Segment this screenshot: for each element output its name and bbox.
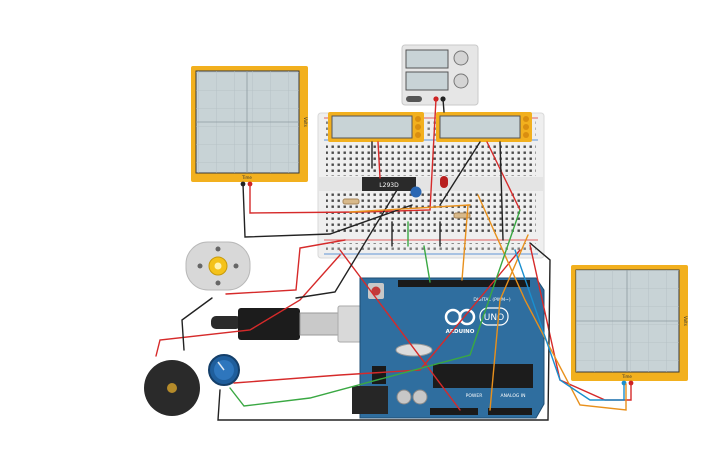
wire-red[interactable] (225, 239, 346, 295)
dc-motor[interactable] (185, 241, 251, 291)
resistor-left[interactable] (342, 198, 360, 205)
knob-icon (415, 116, 421, 122)
power-header[interactable] (430, 408, 478, 415)
potentiometer[interactable] (208, 354, 240, 386)
atmega-chip (433, 364, 533, 388)
wire-red[interactable] (377, 141, 381, 179)
knob-icon (415, 124, 421, 130)
probe-terminal-icon[interactable] (628, 380, 634, 386)
wire-black[interactable] (217, 242, 551, 421)
capacitor[interactable] (410, 186, 422, 198)
oscilloscope-time-label: Time (241, 175, 252, 180)
wire-green[interactable] (423, 245, 431, 283)
power-switch[interactable] (406, 96, 422, 102)
red-led[interactable] (440, 176, 448, 188)
wire-red[interactable] (155, 254, 341, 357)
multimeter-right[interactable] (436, 112, 532, 142)
oscilloscope-time-label: Time (621, 374, 632, 379)
oscilloscope-volts-label: Volts (683, 316, 688, 326)
wire-black[interactable] (242, 183, 413, 238)
wire-orange[interactable] (477, 194, 627, 411)
wire-blue[interactable] (514, 249, 625, 401)
wire-black[interactable] (295, 189, 398, 299)
wire-black[interactable] (439, 141, 481, 206)
dial-icon[interactable] (453, 73, 469, 89)
wire-orange[interactable] (349, 204, 471, 213)
oscilloscope-volts-label: Volts (303, 117, 308, 127)
arduino-board[interactable]: UNO ARDUINO DIGITAL (PWM~) POWER ANALOG … (352, 277, 545, 419)
oscilloscope-right[interactable]: Volts Time (571, 265, 688, 386)
wire-green[interactable] (229, 209, 521, 407)
knob-icon (415, 132, 421, 138)
arduino-logo-icon (444, 308, 476, 326)
piezo-buzzer[interactable] (144, 360, 200, 416)
analog-header[interactable] (488, 408, 532, 415)
wire-black[interactable] (181, 297, 213, 351)
dial-icon[interactable] (453, 50, 469, 66)
chip-label: L293D (379, 182, 399, 189)
arduino-brand-label: ARDUINO (446, 329, 475, 335)
knob-icon (523, 132, 529, 138)
wire-red[interactable] (486, 141, 521, 211)
probe-terminal-icon[interactable] (621, 380, 627, 386)
analog-pins-label: ANALOG IN (500, 393, 525, 399)
power-supply[interactable] (401, 44, 479, 106)
resistor-right[interactable] (453, 212, 471, 219)
knob-icon (523, 124, 529, 130)
oscilloscope-left[interactable]: Volts Time (191, 66, 308, 187)
dc-jack (352, 386, 388, 414)
wire-orange[interactable] (489, 234, 529, 411)
wire-black[interactable] (499, 141, 504, 241)
digital-pins-label: DIGITAL (PWM~) (473, 297, 511, 303)
wire-red[interactable] (233, 249, 521, 384)
arduino-model-label: UNO (484, 313, 504, 323)
wire-red[interactable] (339, 249, 461, 411)
wire-orange[interactable] (461, 204, 469, 281)
wire-black[interactable] (442, 98, 445, 113)
knob-icon (523, 116, 529, 122)
power-pins-label: POWER (466, 393, 483, 399)
multimeter-left[interactable] (328, 112, 424, 142)
l293d-chip[interactable]: L293D (362, 177, 416, 191)
digital-header[interactable] (398, 280, 530, 287)
